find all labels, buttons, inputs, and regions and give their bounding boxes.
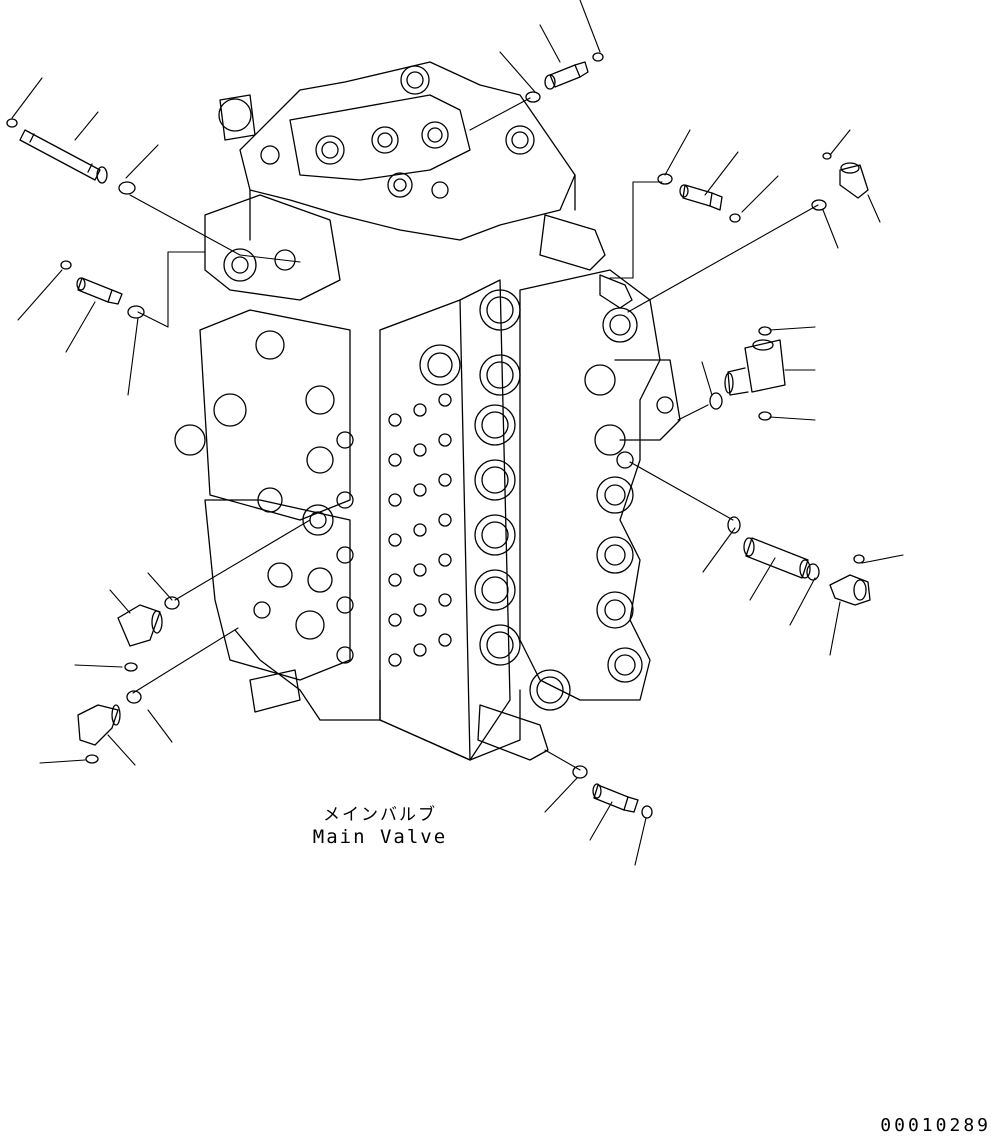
adapter-bottom bbox=[593, 784, 638, 812]
side-cylinders bbox=[220, 95, 632, 760]
caption-english: Main Valve bbox=[312, 826, 448, 848]
spool-caps bbox=[475, 290, 673, 710]
elbow-lower-left bbox=[118, 605, 162, 646]
main-valve-body bbox=[200, 62, 680, 760]
adapter-left bbox=[77, 278, 122, 304]
fittings bbox=[20, 62, 870, 812]
elbow-bottom-left bbox=[78, 705, 120, 745]
o-rings bbox=[7, 53, 864, 818]
front-face-holes bbox=[389, 345, 460, 666]
drawing-number: 00010289 bbox=[880, 1115, 991, 1136]
elbow-upper-right bbox=[840, 163, 868, 198]
left-ports bbox=[175, 249, 353, 663]
coupler-lower-right bbox=[744, 538, 810, 578]
top-plugs bbox=[219, 66, 534, 198]
leader-lines bbox=[12, 0, 903, 865]
elbow-lower-right bbox=[830, 575, 870, 605]
caption-japanese: メインバルブ bbox=[323, 805, 437, 825]
adapter-top bbox=[545, 62, 588, 89]
tee-fitting-right bbox=[725, 340, 785, 395]
adapter-upper-right bbox=[680, 185, 722, 210]
tube-fitting-top-left bbox=[20, 130, 107, 183]
